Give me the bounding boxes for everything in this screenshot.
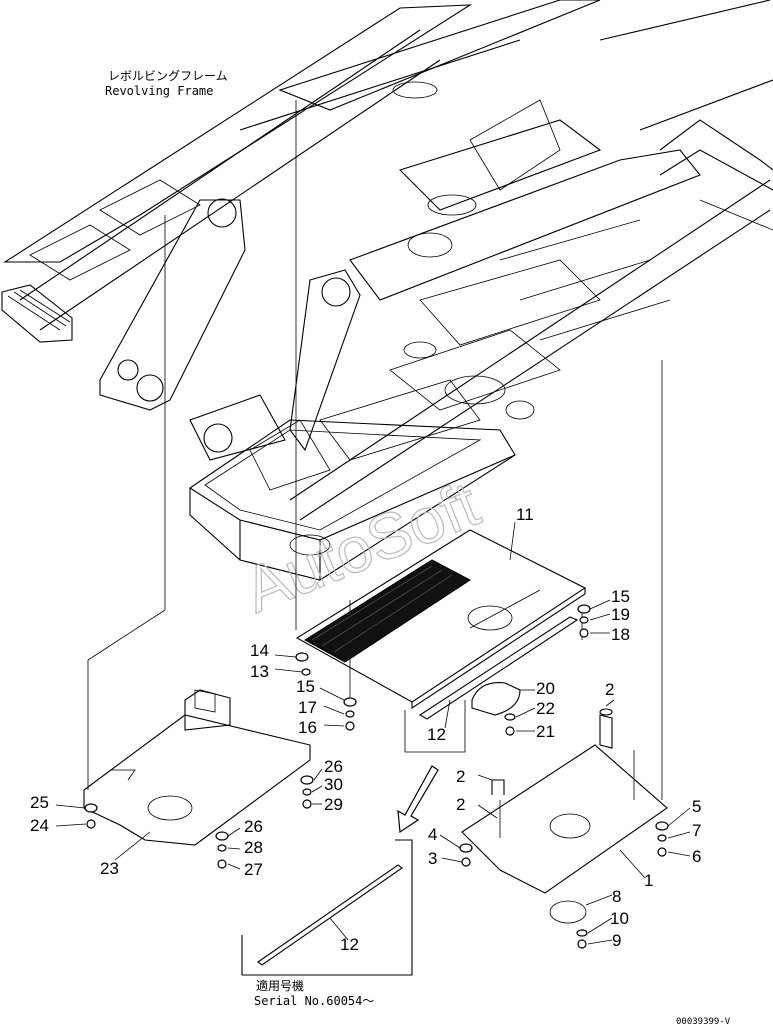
callout-3: 3	[428, 849, 437, 868]
seal-strip-12	[404, 616, 579, 753]
leader-lines	[55, 521, 691, 945]
callout-15: 15	[611, 587, 630, 606]
callout-30: 30	[324, 775, 343, 794]
callout-13: 13	[250, 662, 269, 681]
callout-20: 20	[536, 679, 555, 698]
callout-21: 21	[536, 722, 555, 741]
callout-7: 7	[692, 821, 701, 840]
callout-12: 12	[340, 935, 359, 954]
hardware	[84, 604, 669, 949]
callout-6: 6	[692, 847, 701, 866]
callout-26: 26	[324, 757, 343, 776]
watermark: AutoSoft	[234, 467, 489, 626]
callout-14: 14	[250, 641, 269, 660]
callout-24: 24	[30, 816, 49, 835]
callout-2: 2	[605, 680, 614, 699]
plate-11	[295, 529, 587, 710]
frame-label-english: Revolving Frame	[105, 84, 213, 98]
callout-9: 9	[612, 931, 621, 950]
callout-26: 26	[244, 817, 263, 836]
callout-25: 25	[30, 793, 49, 812]
callout-11: 11	[516, 505, 534, 524]
drawing-number: 00039399-V	[676, 1017, 731, 1027]
callout-8: 8	[612, 887, 621, 906]
callout-22: 22	[536, 699, 555, 718]
callout-numbers: 11 14 13 15 17 16 15 19 18 20 22 21 12 2…	[30, 505, 701, 954]
callout-19: 19	[611, 605, 630, 624]
callout-10: 10	[610, 909, 629, 928]
callout-15: 15	[296, 677, 315, 696]
callout-29: 29	[324, 795, 343, 814]
assembly-lines	[87, 100, 663, 800]
callout-5: 5	[692, 797, 701, 816]
callout-16: 16	[298, 718, 317, 737]
callout-2: 2	[456, 795, 465, 814]
revolving-frame-drawing	[1, 0, 773, 581]
frame-label-japanese: レボルビングフレーム	[108, 69, 228, 83]
callout-17: 17	[298, 698, 317, 717]
plate-1	[461, 708, 668, 924]
callout-12: 12	[427, 725, 446, 744]
callout-28: 28	[244, 838, 263, 857]
callout-23: 23	[100, 859, 119, 878]
cover-20	[471, 682, 521, 716]
detail-box-12	[241, 765, 439, 976]
applicability-japanese: 適用号機	[256, 978, 304, 993]
callout-4: 4	[428, 825, 437, 844]
callout-27: 27	[244, 860, 263, 879]
applicability-serial: Serial No.60054～	[254, 994, 374, 1008]
callout-2: 2	[456, 767, 465, 786]
callout-18: 18	[611, 625, 630, 644]
plate-23	[83, 689, 311, 846]
callout-1: 1	[644, 871, 653, 890]
